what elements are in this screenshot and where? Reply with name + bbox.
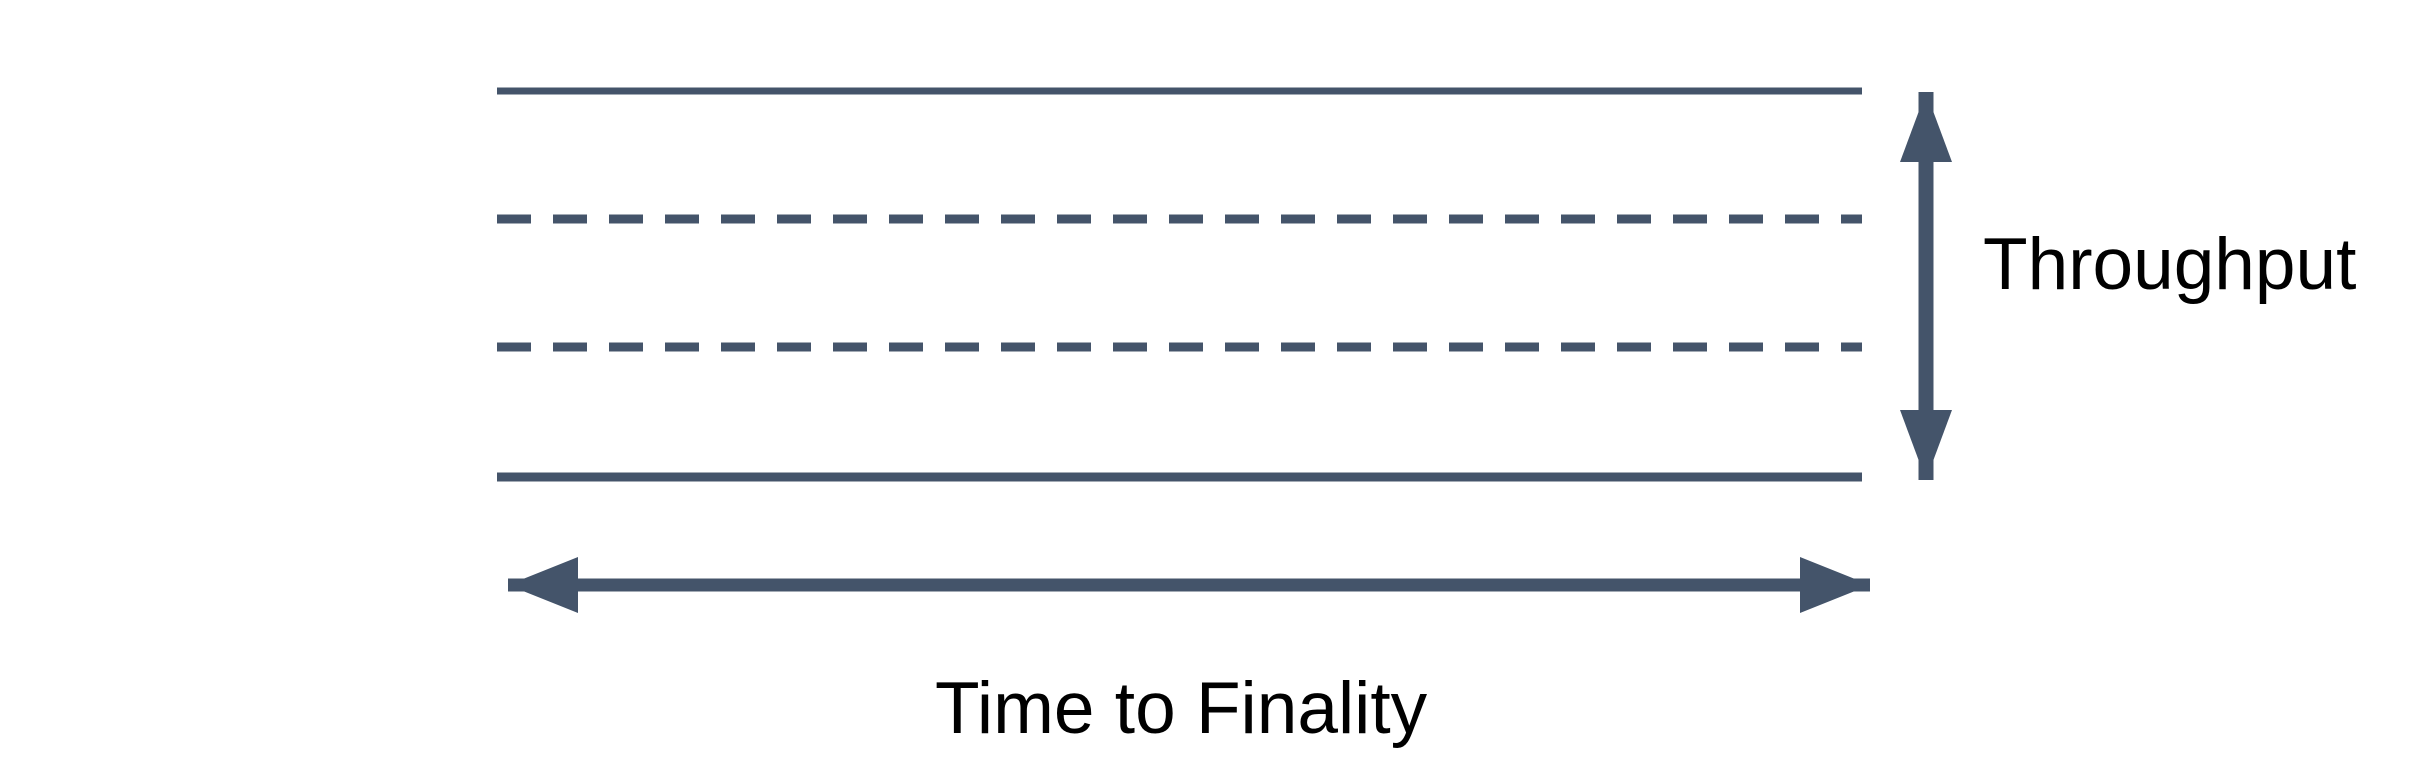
vertical-arrow-head-up bbox=[1900, 92, 1952, 162]
time-to-finality-label: Time to Finality bbox=[935, 668, 1428, 749]
lane-lines-group bbox=[497, 87, 1862, 482]
horizontal-arrow-shaft bbox=[508, 578, 1870, 592]
throughput-label: Throughput bbox=[1983, 224, 2357, 305]
vertical-arrow-shaft bbox=[1918, 92, 1934, 480]
vertical-arrow-head-down bbox=[1900, 410, 1952, 480]
double-arrow-vertical-icon bbox=[1900, 92, 1952, 480]
horizontal-arrow-head-left bbox=[508, 557, 578, 613]
horizontal-arrow-head-right bbox=[1800, 557, 1870, 613]
double-arrow-horizontal-icon bbox=[508, 557, 1870, 613]
